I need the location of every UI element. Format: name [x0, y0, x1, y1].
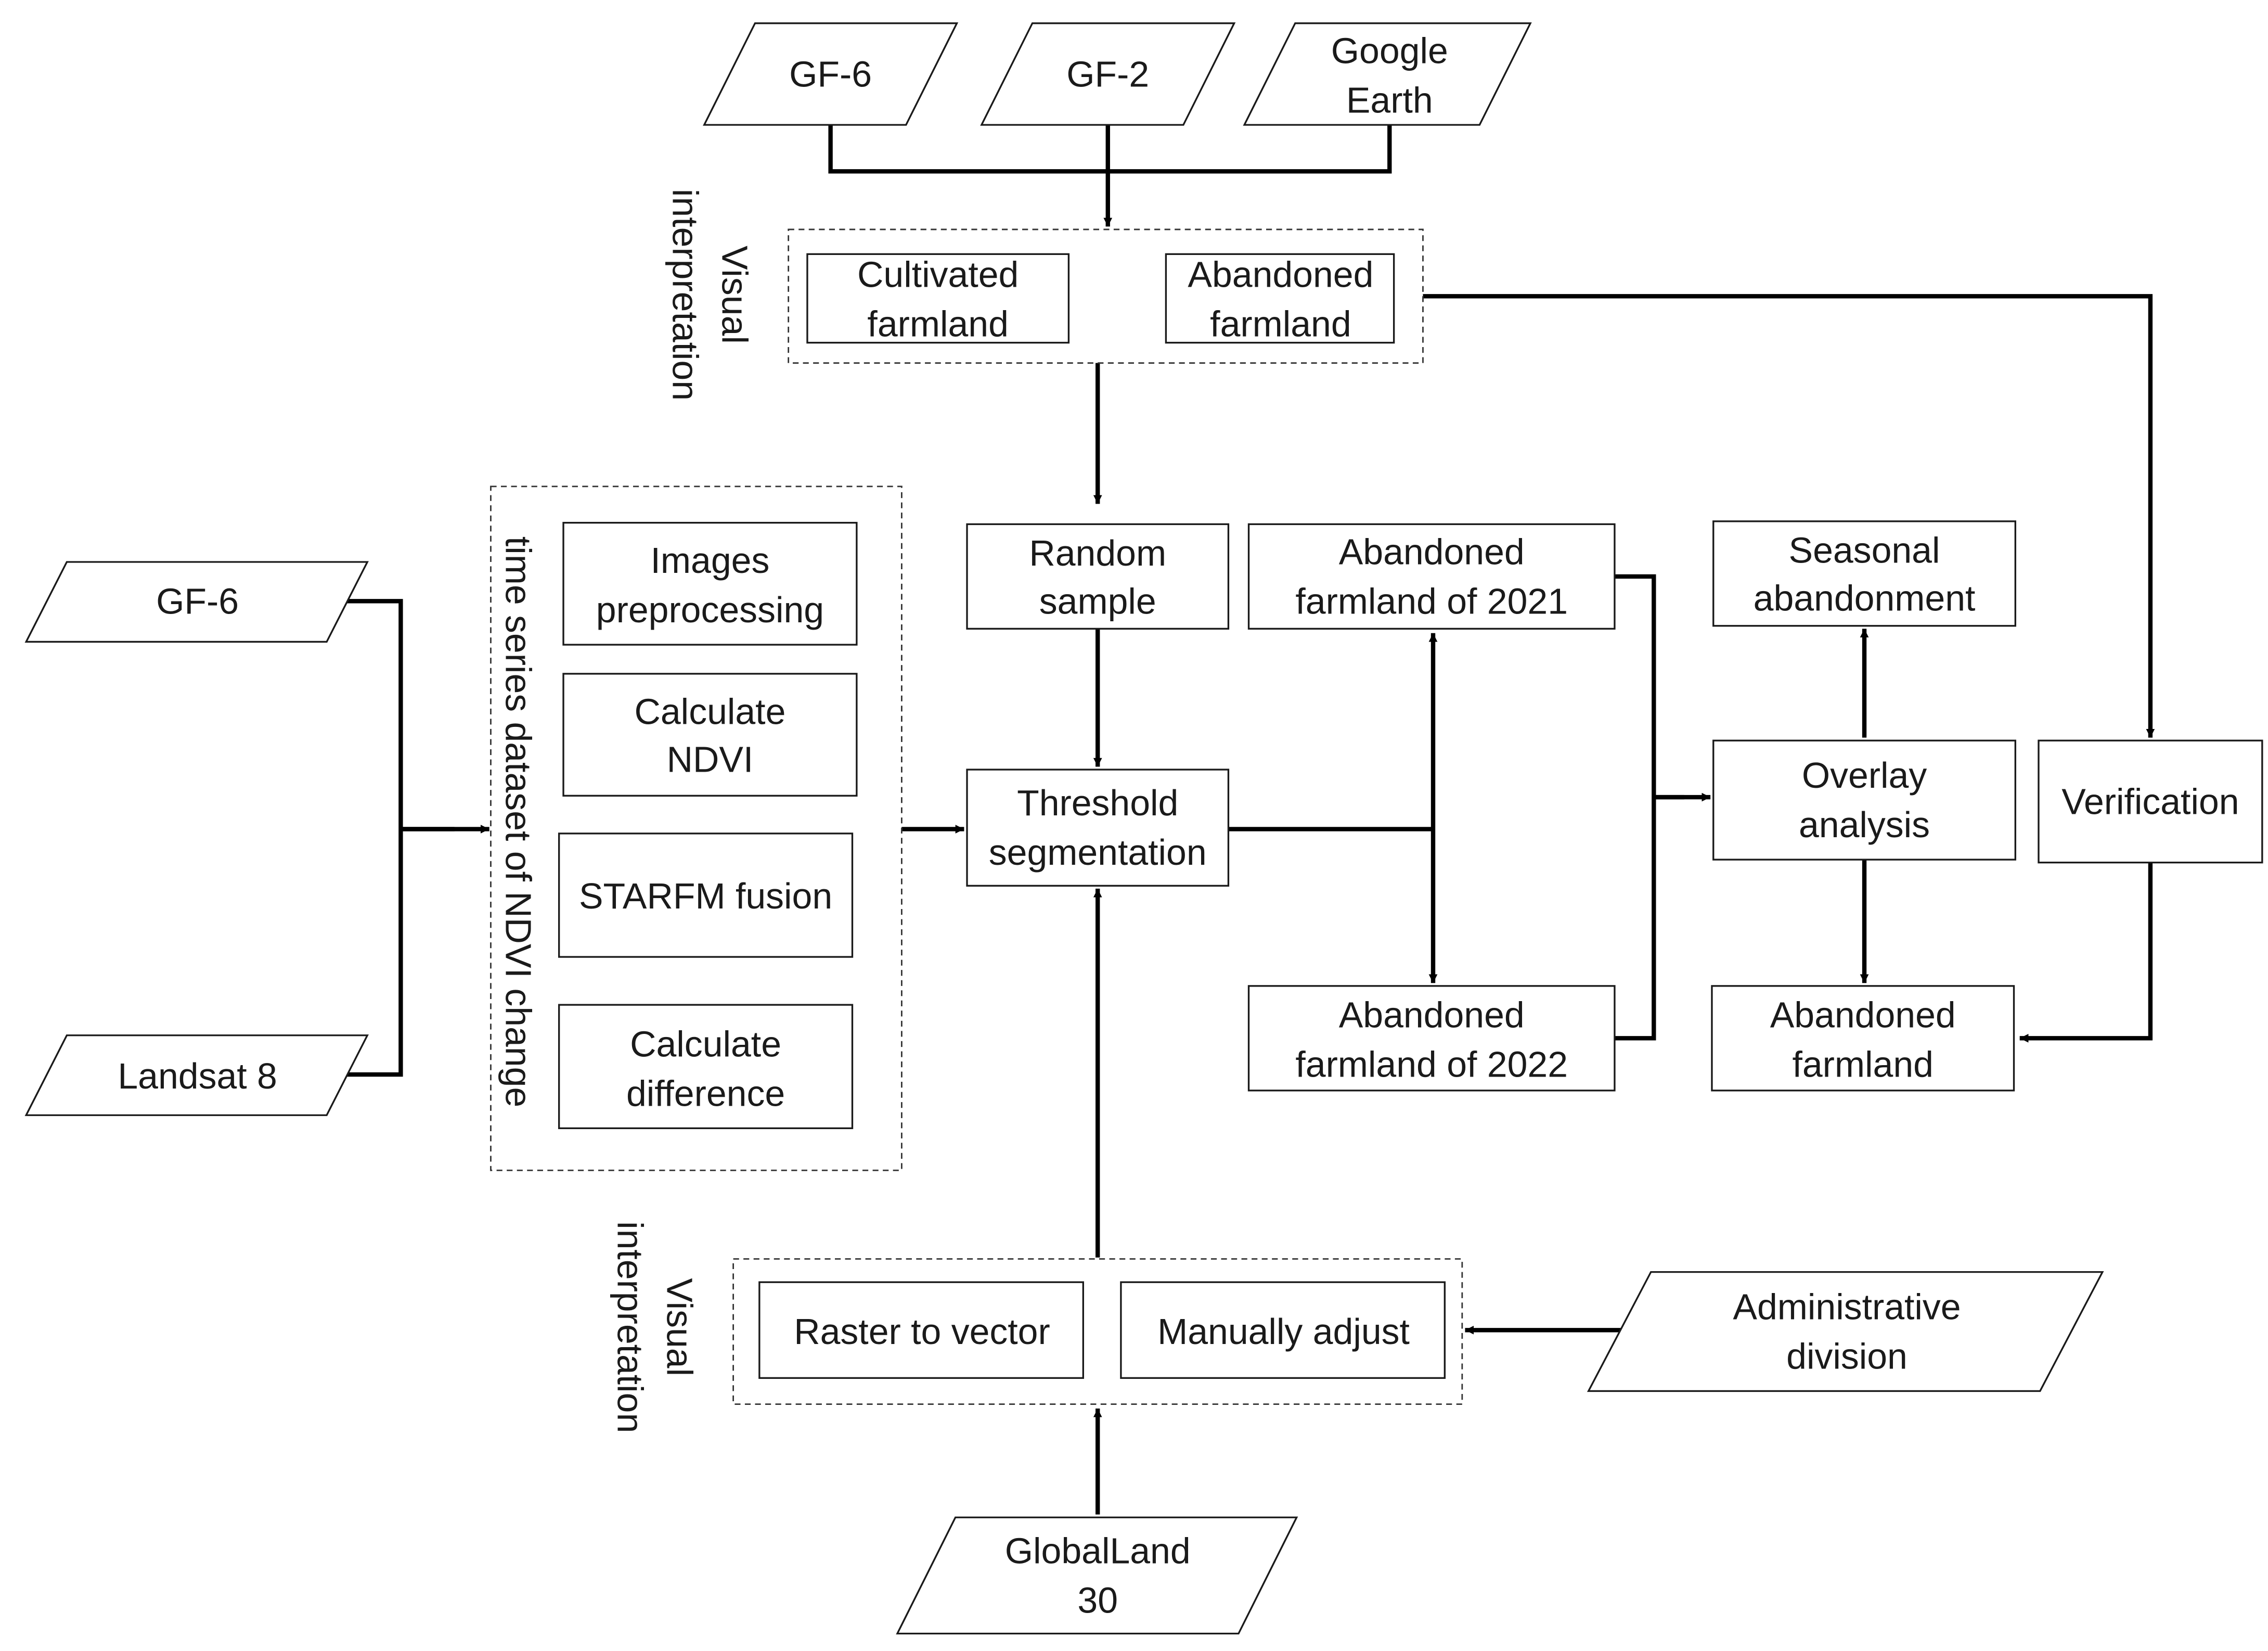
- cultivated-farmland-line1: Cultivated: [857, 254, 1019, 295]
- overlay-analysis-line2: analysis: [1799, 804, 1930, 845]
- images-preprocessing-box: Images preprocessing: [562, 521, 858, 646]
- calculate-ndvi-line2: NDVI: [667, 739, 754, 780]
- abandoned-2021-line1: Abandoned: [1339, 531, 1525, 572]
- input-gf6-left: GF-6: [24, 561, 369, 643]
- connector-sources-merge: [828, 124, 1392, 174]
- raster-to-vector-label: Raster to vector: [794, 1311, 1050, 1352]
- visual-interpretation-bottom-line1: Visual: [659, 1278, 700, 1376]
- abandoned-farmland-sample-line1: Abandoned: [1188, 254, 1373, 295]
- sample-interpretation-group: [788, 228, 1424, 364]
- calculate-difference-line1: Calculate: [630, 1024, 781, 1065]
- input-administrative-division: Administrative division: [1587, 1271, 2104, 1392]
- input-gf2-top-label: GF-2: [1066, 54, 1149, 94]
- threshold-segmentation-line2: segmentation: [989, 832, 1207, 873]
- input-google-earth: Google Earth: [1243, 22, 1532, 126]
- overlay-analysis-box: Overlay analysis: [1712, 739, 2016, 861]
- input-globalland30: GlobalLand 30: [896, 1516, 1298, 1635]
- abandoned-farmland-result-line1: Abandoned: [1770, 995, 1956, 1035]
- input-gf6-left-label: GF-6: [156, 581, 239, 621]
- starfm-fusion-box: STARFM fusion: [558, 833, 854, 958]
- images-preprocessing-line2: preprocessing: [596, 590, 824, 630]
- abandoned-farmland-sample-line2: farmland: [1210, 303, 1351, 344]
- cultivated-farmland-box: Cultivated farmland: [806, 253, 1070, 344]
- raster-to-vector-box: Raster to vector: [758, 1281, 1084, 1379]
- input-google-earth-line2: Earth: [1346, 80, 1433, 121]
- input-administrative-division-line1: Administrative: [1733, 1287, 1961, 1327]
- seasonal-abandonment-line2: abandonment: [1754, 578, 1976, 619]
- abandoned-2022-line2: farmland of 2022: [1295, 1044, 1568, 1085]
- visual-interpretation-top-label: Visual interpretation: [665, 189, 755, 401]
- random-sample-line1: Random: [1029, 533, 1166, 573]
- input-google-earth-line1: Google: [1331, 31, 1448, 71]
- seasonal-abandonment-line1: Seasonal: [1789, 530, 1940, 571]
- abandoned-farmland-result-box: Abandoned farmland: [1711, 985, 2015, 1092]
- input-landsat8-label: Landsat 8: [118, 1056, 277, 1096]
- connector-years-merge: [1614, 574, 1684, 1041]
- abandoned-farmland-sample-box: Abandoned farmland: [1165, 253, 1395, 344]
- connectors: [345, 124, 2155, 1515]
- ndvi-dataset-group: [490, 485, 903, 1171]
- input-gf6-top-label: GF-6: [789, 54, 872, 94]
- input-globalland30-line2: 30: [1077, 1580, 1118, 1620]
- threshold-segmentation-line1: Threshold: [1017, 783, 1178, 823]
- arrow-verification-to-abandoned: [2019, 862, 2153, 1043]
- connector-left-inputs-merge: [345, 599, 455, 1077]
- calculate-ndvi-box: Calculate NDVI: [562, 673, 858, 797]
- abandoned-2022-line1: Abandoned: [1339, 995, 1525, 1035]
- input-gf6-top: GF-6: [703, 22, 959, 126]
- manually-adjust-box: Manually adjust: [1120, 1281, 1446, 1379]
- overlay-analysis-line1: Overlay: [1802, 755, 1927, 796]
- cultivated-farmland-line2: farmland: [867, 303, 1008, 344]
- visual-interpretation-top-line1: Visual: [714, 246, 755, 344]
- visual-interpretation-bottom-line2: interpretation: [610, 1221, 650, 1433]
- random-sample-box: Random sample: [966, 523, 1230, 630]
- threshold-segmentation-box: Threshold segmentation: [966, 769, 1230, 887]
- input-globalland30-line1: GlobalLand: [1005, 1530, 1191, 1571]
- images-preprocessing-line1: Images: [651, 540, 770, 581]
- visual-interpretation-bottom-label: Visual interpretation: [610, 1221, 700, 1433]
- input-landsat8: Landsat 8: [24, 1034, 369, 1116]
- abandoned-2022-box: Abandoned farmland of 2022: [1247, 985, 1616, 1092]
- calculate-difference-line2: difference: [626, 1073, 785, 1114]
- calculate-difference-box: Calculate difference: [558, 1004, 854, 1130]
- input-gf2-top: GF-2: [980, 22, 1236, 126]
- starfm-fusion-label: STARFM fusion: [579, 876, 832, 916]
- verification-label: Verification: [2061, 781, 2239, 822]
- calculate-ndvi-line1: Calculate: [634, 691, 785, 732]
- verification-box: Verification: [2038, 739, 2263, 864]
- abandoned-2021-line2: farmland of 2021: [1295, 581, 1568, 621]
- abandoned-2021-box: Abandoned farmland of 2021: [1247, 523, 1616, 630]
- arrow-interpretation-to-verification: [1423, 294, 2155, 738]
- abandoned-farmland-result-line2: farmland: [1792, 1044, 1933, 1085]
- visual-interpretation-top-line2: interpretation: [665, 189, 705, 401]
- ndvi-dataset-title: time series dataset of NDVI change: [498, 536, 538, 1107]
- manually-adjust-label: Manually adjust: [1157, 1311, 1410, 1352]
- seasonal-abandonment-box: Seasonal abandonment: [1712, 520, 2016, 627]
- input-administrative-division-line2: division: [1786, 1336, 1908, 1376]
- random-sample-line2: sample: [1039, 581, 1156, 621]
